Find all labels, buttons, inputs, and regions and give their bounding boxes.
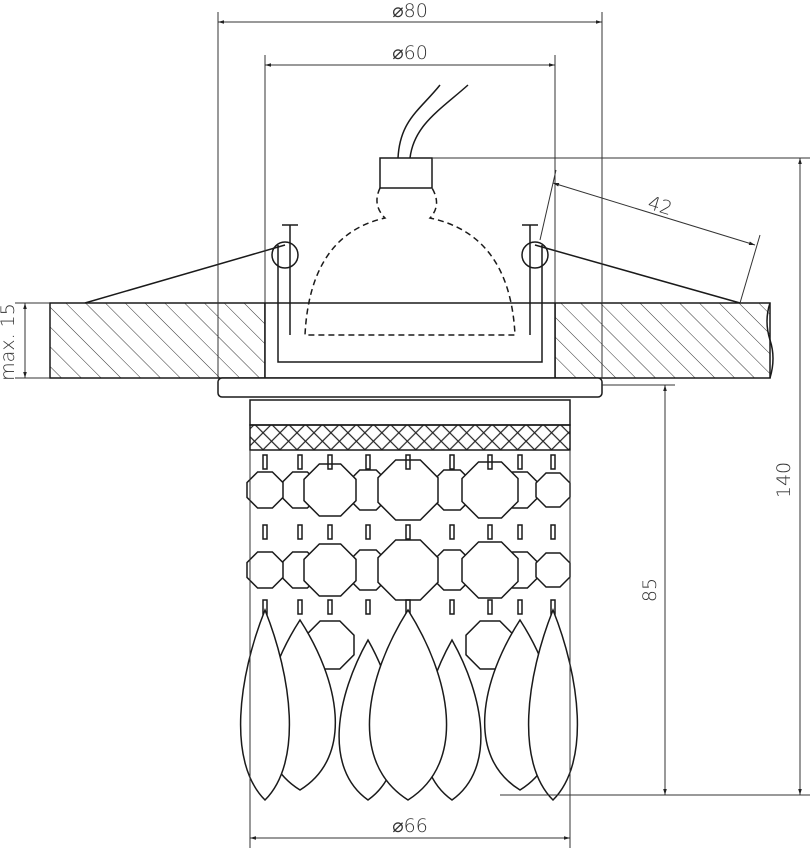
dim-pendant-diameter: ⌀66 xyxy=(392,815,428,837)
crystal-link xyxy=(449,599,455,615)
ext-line xyxy=(539,169,557,241)
crystal-link xyxy=(405,454,411,470)
crystal-link xyxy=(487,454,493,470)
dim-max-ceiling-thickness: max. 15 xyxy=(0,303,19,381)
teardrop-crystal xyxy=(368,608,448,801)
dim-spring-length: 42 xyxy=(645,192,675,220)
crystal-link xyxy=(517,599,523,615)
crystal-link xyxy=(262,524,268,540)
crystal-link xyxy=(550,454,556,470)
ceiling-left xyxy=(49,302,266,379)
power-cable xyxy=(397,84,469,159)
spring-right xyxy=(521,241,549,269)
crystal-link xyxy=(327,454,333,470)
mesh-band xyxy=(249,424,571,451)
dim-total-height: 140 xyxy=(773,462,795,498)
spring-left xyxy=(271,241,299,269)
crystal-link xyxy=(327,599,333,615)
octagon-crystal xyxy=(461,461,519,519)
decor-ring xyxy=(249,399,571,426)
dim-inner-diameter: ⌀60 xyxy=(392,42,428,64)
octagon-crystal xyxy=(377,539,439,601)
crystal-link xyxy=(487,599,493,615)
octagon-crystal xyxy=(461,541,519,599)
housing-inner-wall xyxy=(277,245,543,363)
ext-line xyxy=(739,234,761,304)
crystal-link xyxy=(297,524,303,540)
octagon-crystal xyxy=(535,552,571,588)
housing-body xyxy=(264,302,556,379)
dim-visible-height: 85 xyxy=(639,578,661,602)
teardrop-crystal xyxy=(527,607,579,802)
crystal-link xyxy=(517,454,523,470)
spring-arm-right xyxy=(534,244,741,304)
crystal-link xyxy=(365,454,371,470)
crystal-link xyxy=(487,524,493,540)
ceiling-break-line xyxy=(766,302,774,379)
teardrop-crystal xyxy=(239,607,291,802)
geometry-group xyxy=(49,84,774,802)
mounting-flange xyxy=(217,377,603,398)
octagon-crystal xyxy=(377,459,439,521)
octagon-crystal xyxy=(303,463,357,517)
lamp-connector xyxy=(379,157,433,189)
crystal-link xyxy=(550,524,556,540)
crystal-link xyxy=(297,599,303,615)
dim-outer-diameter: ⌀80 xyxy=(392,0,428,22)
crystal-link xyxy=(365,599,371,615)
crystal-link xyxy=(365,524,371,540)
octagon-crystal xyxy=(246,551,284,589)
lamp-dome-dashed xyxy=(304,187,516,336)
dim-line-42 xyxy=(552,182,756,246)
spring-clips xyxy=(282,224,538,335)
crystal-link xyxy=(262,454,268,470)
ceiling-right xyxy=(554,302,771,379)
crystal-link xyxy=(517,524,523,540)
crystal-link xyxy=(449,524,455,540)
octagon-crystal xyxy=(246,471,284,509)
octagon-crystal xyxy=(303,543,357,597)
crystal-link xyxy=(449,454,455,470)
crystal-link xyxy=(405,524,411,540)
dimension-lines-group xyxy=(15,12,810,848)
crystal-link xyxy=(297,454,303,470)
octagon-crystal xyxy=(535,472,571,508)
crystal-link xyxy=(327,524,333,540)
spring-arm-left xyxy=(84,244,286,304)
